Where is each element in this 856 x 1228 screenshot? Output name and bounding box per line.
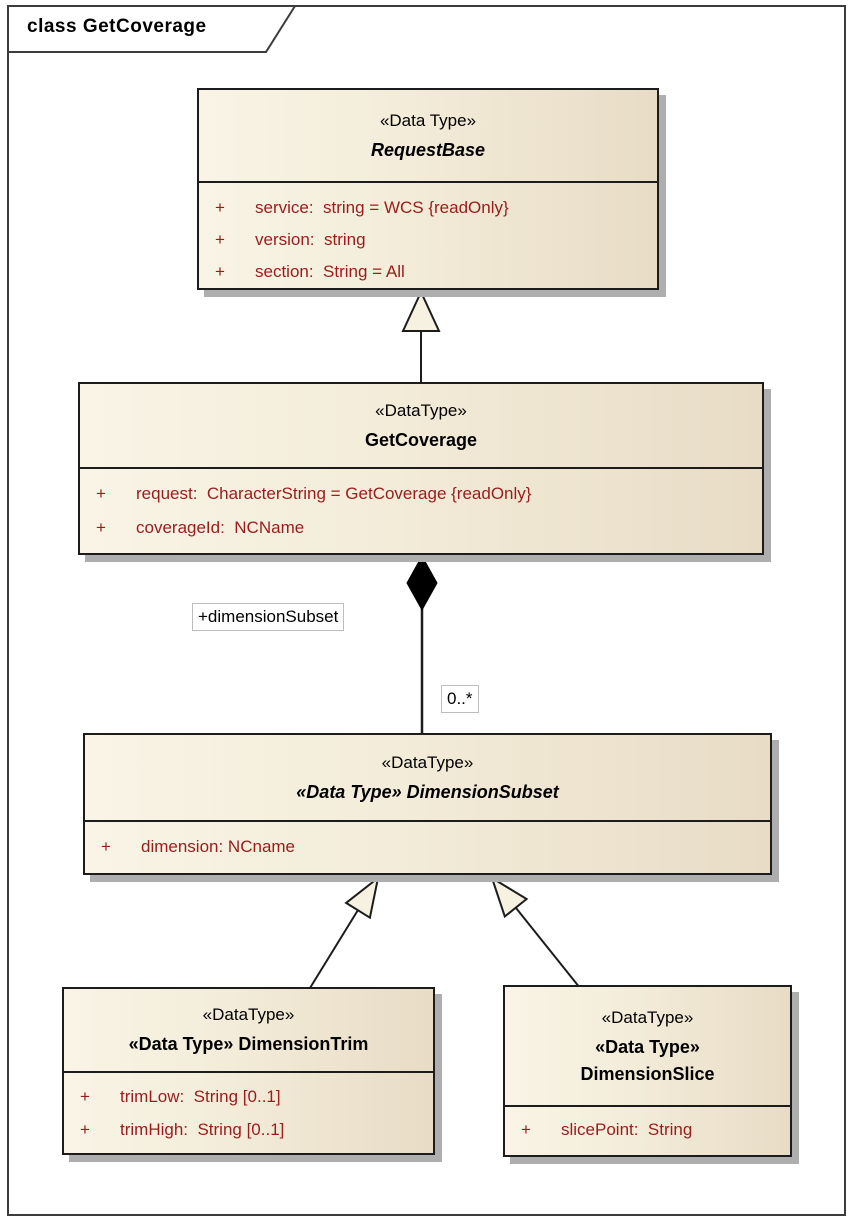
class-box-dimensiontrim[interactable]: «DataType» «Data Type» DimensionTrim + t… <box>62 987 435 1155</box>
attribute-text: slicePoint: String <box>561 1120 693 1139</box>
generalization-triangle-icon <box>490 875 529 919</box>
generalization-getcoverage-requestbase[interactable] <box>401 289 441 385</box>
class-box-dimensionsubset[interactable]: «DataType» «Data Type» DimensionSubset +… <box>83 733 772 875</box>
visibility-marker: + <box>96 484 106 503</box>
attribute-row: + trimHigh: String [0..1] <box>80 1113 433 1146</box>
composition-getcoverage-dimensionsubset[interactable] <box>406 554 438 736</box>
attribute-row: + section: String = All <box>215 256 657 288</box>
visibility-marker: + <box>96 518 106 537</box>
visibility-marker: + <box>101 837 111 856</box>
attribute-text: coverageId: NCName <box>136 518 305 537</box>
class-stereotype: «DataType» <box>381 752 474 772</box>
class-box-requestbase[interactable]: «Data Type» RequestBase + service: strin… <box>197 88 659 290</box>
attribute-text: dimension: NCname <box>141 837 296 856</box>
visibility-marker: + <box>215 198 225 217</box>
attribute-row: + version: string <box>215 224 657 256</box>
attribute-row: + request: CharacterString = GetCoverage… <box>96 477 762 511</box>
visibility-marker: + <box>215 262 225 281</box>
attribute-text: service: string = WCS {readOnly} <box>255 198 509 217</box>
frame-title: class GetCoverage <box>27 16 207 37</box>
visibility-marker: + <box>80 1087 90 1106</box>
attribute-row: + service: string = WCS {readOnly} <box>215 192 657 224</box>
attributes-compartment: + request: CharacterString = GetCoverage… <box>80 469 762 545</box>
class-name: «Data Type» <box>595 1036 700 1057</box>
attribute-text: request: CharacterString = GetCoverage {… <box>136 484 532 503</box>
visibility-marker: + <box>80 1120 90 1139</box>
composition-diamond-icon <box>406 554 438 612</box>
attributes-compartment: + dimension: NCname <box>85 822 770 862</box>
attribute-row: + trimLow: String [0..1] <box>80 1080 433 1113</box>
class-stereotype: «DataType» <box>601 1007 694 1027</box>
class-name: «Data Type» DimensionSubset <box>296 781 559 802</box>
class-header: «DataType» «Data Type» DimensionSubset <box>85 735 770 822</box>
class-box-getcoverage[interactable]: «DataType» GetCoverage + request: Charac… <box>78 382 764 555</box>
attribute-text: version: string <box>255 230 366 249</box>
generalization-triangle-icon <box>344 875 380 920</box>
attribute-row: + dimension: NCname <box>101 832 770 862</box>
attributes-compartment: + trimLow: String [0..1] + trimHigh: Str… <box>64 1073 433 1146</box>
attribute-row: + slicePoint: String <box>521 1115 790 1145</box>
class-header: «DataType» «Data Type» DimensionTrim <box>64 989 433 1073</box>
class-stereotype: «DataType» <box>375 400 467 420</box>
frame-title-tab <box>7 5 297 53</box>
attributes-compartment: + slicePoint: String <box>505 1107 790 1145</box>
frame-tab-shape <box>7 5 297 53</box>
class-box-dimensionslice[interactable]: «DataType» «Data Type» DimensionSlice + … <box>503 985 792 1157</box>
attribute-text: section: String = All <box>255 262 405 281</box>
association-role-label[interactable]: +dimensionSubset <box>192 603 345 631</box>
association-multiplicity-label[interactable]: 0..* <box>441 685 479 713</box>
class-stereotype: «DataType» <box>202 1005 295 1024</box>
visibility-marker: + <box>215 230 225 249</box>
attributes-compartment: + service: string = WCS {readOnly} + ver… <box>199 183 657 288</box>
class-name-line2: DimensionSlice <box>580 1063 715 1084</box>
attribute-row: + coverageId: NCName <box>96 511 762 545</box>
class-header: «DataType» «Data Type» DimensionSlice <box>505 987 790 1107</box>
generalization-triangle-icon <box>401 289 441 332</box>
generalization-dimensiontrim-dimensionsubset[interactable] <box>309 875 380 989</box>
class-header: «Data Type» RequestBase <box>199 90 657 183</box>
class-stereotype: «Data Type» <box>379 110 477 130</box>
class-name: «Data Type» DimensionTrim <box>128 1034 369 1054</box>
class-header: «DataType» GetCoverage <box>80 384 762 469</box>
attribute-text: trimLow: String [0..1] <box>120 1087 281 1106</box>
visibility-marker: + <box>521 1120 531 1139</box>
generalization-dimensionslice-dimensionsubset[interactable] <box>490 875 581 989</box>
class-name: GetCoverage <box>364 429 478 450</box>
attribute-text: trimHigh: String [0..1] <box>120 1120 285 1139</box>
class-name: RequestBase <box>370 139 486 160</box>
